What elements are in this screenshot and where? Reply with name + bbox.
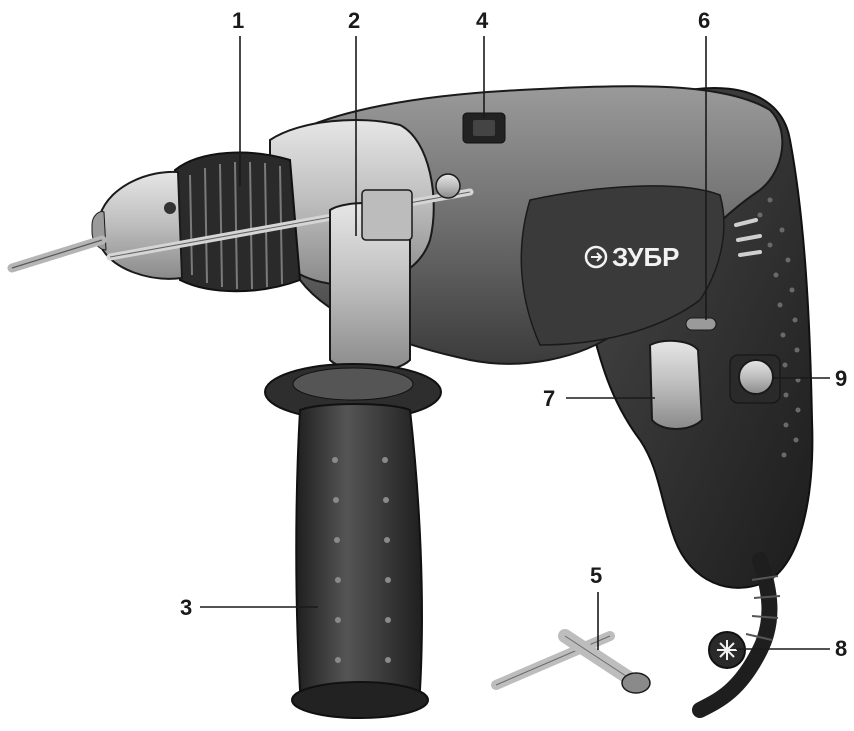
side-handle: [295, 403, 423, 703]
drill-chuck: [91, 151, 302, 293]
callout-2: 2: [348, 8, 360, 236]
callout-8: 8: [736, 636, 847, 661]
side-panel: [520, 185, 725, 346]
callout-4: 4: [476, 8, 489, 118]
callout-label: 6: [698, 8, 710, 33]
callout-label: 7: [543, 386, 555, 411]
handle-texture: [332, 457, 391, 663]
power-cord: [692, 552, 778, 718]
callout-label: 1: [232, 8, 244, 33]
callout-5: 5: [590, 563, 602, 650]
chuck-key-icon: [491, 629, 651, 694]
impact-drill-illustration: ЗУБР: [7, 85, 814, 719]
callout-label: 4: [476, 8, 489, 33]
callout-label: 3: [180, 595, 192, 620]
grip-texture: [757, 197, 801, 458]
callout-7: 7: [543, 386, 655, 411]
trigger: [648, 339, 704, 430]
callout-1: 1: [232, 8, 244, 186]
lock-button: [685, 317, 717, 331]
speed-dial: [738, 359, 774, 395]
callout-label: 8: [835, 636, 847, 661]
callout-label: 9: [835, 366, 847, 391]
callout-6: 6: [698, 8, 710, 320]
callout-3: 3: [180, 595, 318, 620]
brand-name: ЗУБР: [612, 242, 680, 272]
callout-label: 5: [590, 563, 602, 588]
callout-label: 2: [348, 8, 360, 33]
callout-9: 9: [772, 366, 847, 391]
vent-slots: [734, 218, 762, 257]
callouts: 1 2 4 6 7 9 3 5: [180, 8, 847, 661]
brand-logo-icon: [584, 245, 608, 269]
